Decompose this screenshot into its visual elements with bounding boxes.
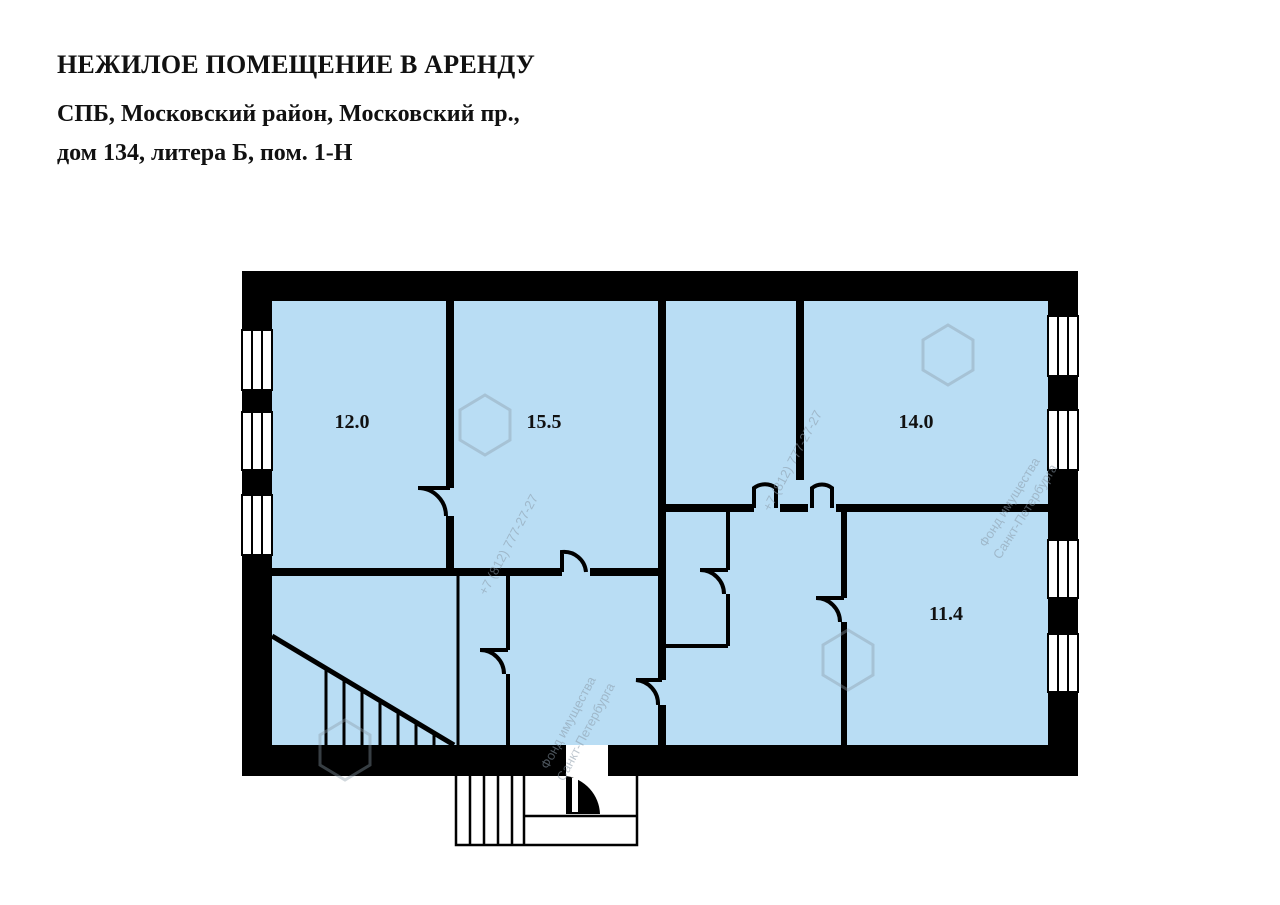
address-line-2: дом 134, литера Б, пом. 1-Н xyxy=(57,140,353,166)
room-area-label: 15.5 xyxy=(527,411,562,433)
left-windows xyxy=(241,329,273,556)
interior-walls xyxy=(272,301,1048,745)
address-line-1: СПБ, Московский район, Московский пр., xyxy=(57,101,520,127)
room-area-label: 14.0 xyxy=(899,411,934,433)
page-title: НЕЖИЛОЕ ПОМЕЩЕНИЕ В АРЕНДУ xyxy=(57,50,535,79)
door-swings xyxy=(417,482,844,706)
staircase xyxy=(270,633,456,748)
watermark-logo-icon xyxy=(318,323,975,782)
room-area-label: 11.4 xyxy=(929,603,963,625)
room-area-label: 12.0 xyxy=(335,411,370,433)
right-windows xyxy=(1047,315,1079,693)
entrance-door xyxy=(566,776,600,814)
exterior-steps xyxy=(454,776,639,847)
entrance-opening xyxy=(566,745,608,776)
